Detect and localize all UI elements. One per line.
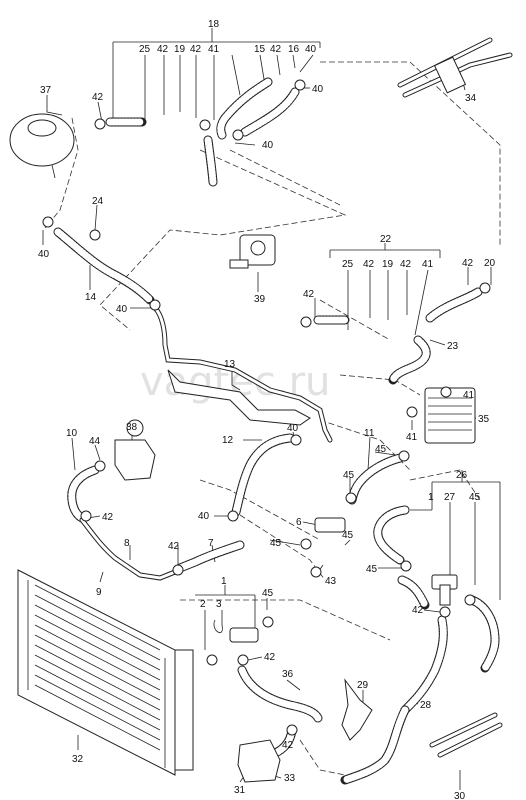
callout-16: 16 <box>288 44 300 55</box>
callout-41: 41 <box>422 259 434 270</box>
callout-42: 42 <box>270 44 282 55</box>
callout-34: 34 <box>465 93 477 104</box>
expansion-tank <box>9 113 75 167</box>
callout-40: 40 <box>287 423 299 434</box>
callout-35: 35 <box>478 414 490 425</box>
callout-40: 40 <box>198 511 210 522</box>
callout-41: 41 <box>406 432 418 443</box>
callout-40: 40 <box>305 44 317 55</box>
callout-13: 13 <box>224 359 236 370</box>
callout-19: 19 <box>174 44 186 55</box>
callout-42: 42 <box>363 259 375 270</box>
connection-lines <box>44 61 501 776</box>
callout-36: 36 <box>282 669 294 680</box>
aux-pump <box>114 439 156 481</box>
callout-14: 14 <box>85 292 97 303</box>
callout-45: 45 <box>270 538 282 549</box>
callout-42: 42 <box>264 652 276 663</box>
callout-45: 45 <box>262 588 274 599</box>
callout-1: 1 <box>221 576 227 587</box>
callout-45: 45 <box>366 564 378 575</box>
callout-40: 40 <box>38 249 50 260</box>
callout-19: 19 <box>382 259 394 270</box>
callout-1: 1 <box>428 492 434 503</box>
callout-31: 31 <box>234 785 246 796</box>
radiator <box>17 569 194 776</box>
bracket <box>167 369 311 426</box>
callout-45: 45 <box>343 470 355 481</box>
callout-45: 45 <box>469 492 481 503</box>
components <box>9 56 491 783</box>
callout-10: 10 <box>66 428 78 439</box>
callout-42: 42 <box>92 92 104 103</box>
mount-bracket <box>341 678 373 741</box>
callout-41: 41 <box>463 390 475 401</box>
callout-27: 27 <box>444 492 456 503</box>
callout-42: 42 <box>303 289 315 300</box>
callout-43: 43 <box>325 576 337 587</box>
callout-26: 26 <box>456 470 468 481</box>
callout-42: 42 <box>462 258 474 269</box>
callout-42: 42 <box>400 259 412 270</box>
callout-32: 32 <box>72 754 84 765</box>
callout-3: 3 <box>216 599 222 610</box>
callout-8: 8 <box>124 538 130 549</box>
callout-42: 42 <box>102 512 114 523</box>
callout-33: 33 <box>284 773 296 784</box>
callout-39: 39 <box>254 294 266 305</box>
callout-45: 45 <box>375 444 387 455</box>
callout-11: 11 <box>364 428 375 439</box>
callout-40: 40 <box>312 84 324 95</box>
callout-12: 12 <box>222 435 234 446</box>
callout-30: 30 <box>454 791 466 800</box>
callout-45: 45 <box>342 530 354 541</box>
oil-cooler <box>424 387 476 444</box>
callout-44: 44 <box>89 436 101 447</box>
callout-42: 42 <box>282 740 294 751</box>
callout-9: 9 <box>96 587 102 598</box>
callout-20: 20 <box>484 258 496 269</box>
callout-40: 40 <box>116 304 128 315</box>
callout-23: 23 <box>447 341 459 352</box>
callout-29: 29 <box>357 680 369 691</box>
heater-core-flange <box>433 56 467 94</box>
callout-42: 42 <box>412 605 424 616</box>
electric-pump <box>237 739 281 783</box>
callout-25: 25 <box>139 44 151 55</box>
callout-42: 42 <box>157 44 169 55</box>
callout-28: 28 <box>420 700 432 711</box>
callout-42: 42 <box>168 541 180 552</box>
callout-15: 15 <box>254 44 266 55</box>
callout-labels: 18 25 42 19 42 41 15 42 16 40 40 40 42 3… <box>38 19 496 800</box>
thermostat-housing <box>314 517 346 533</box>
callout-37: 37 <box>40 85 52 96</box>
callout-38: 38 <box>126 422 138 433</box>
callout-7: 7 <box>208 538 214 549</box>
callout-40: 40 <box>262 140 274 151</box>
callout-18: 18 <box>208 19 220 30</box>
callout-41: 41 <box>208 44 220 55</box>
callout-22: 22 <box>380 234 392 245</box>
callout-2: 2 <box>200 599 206 610</box>
callout-25: 25 <box>342 259 354 270</box>
callout-24: 24 <box>92 196 104 207</box>
callout-6: 6 <box>296 517 302 528</box>
callout-42: 42 <box>190 44 202 55</box>
